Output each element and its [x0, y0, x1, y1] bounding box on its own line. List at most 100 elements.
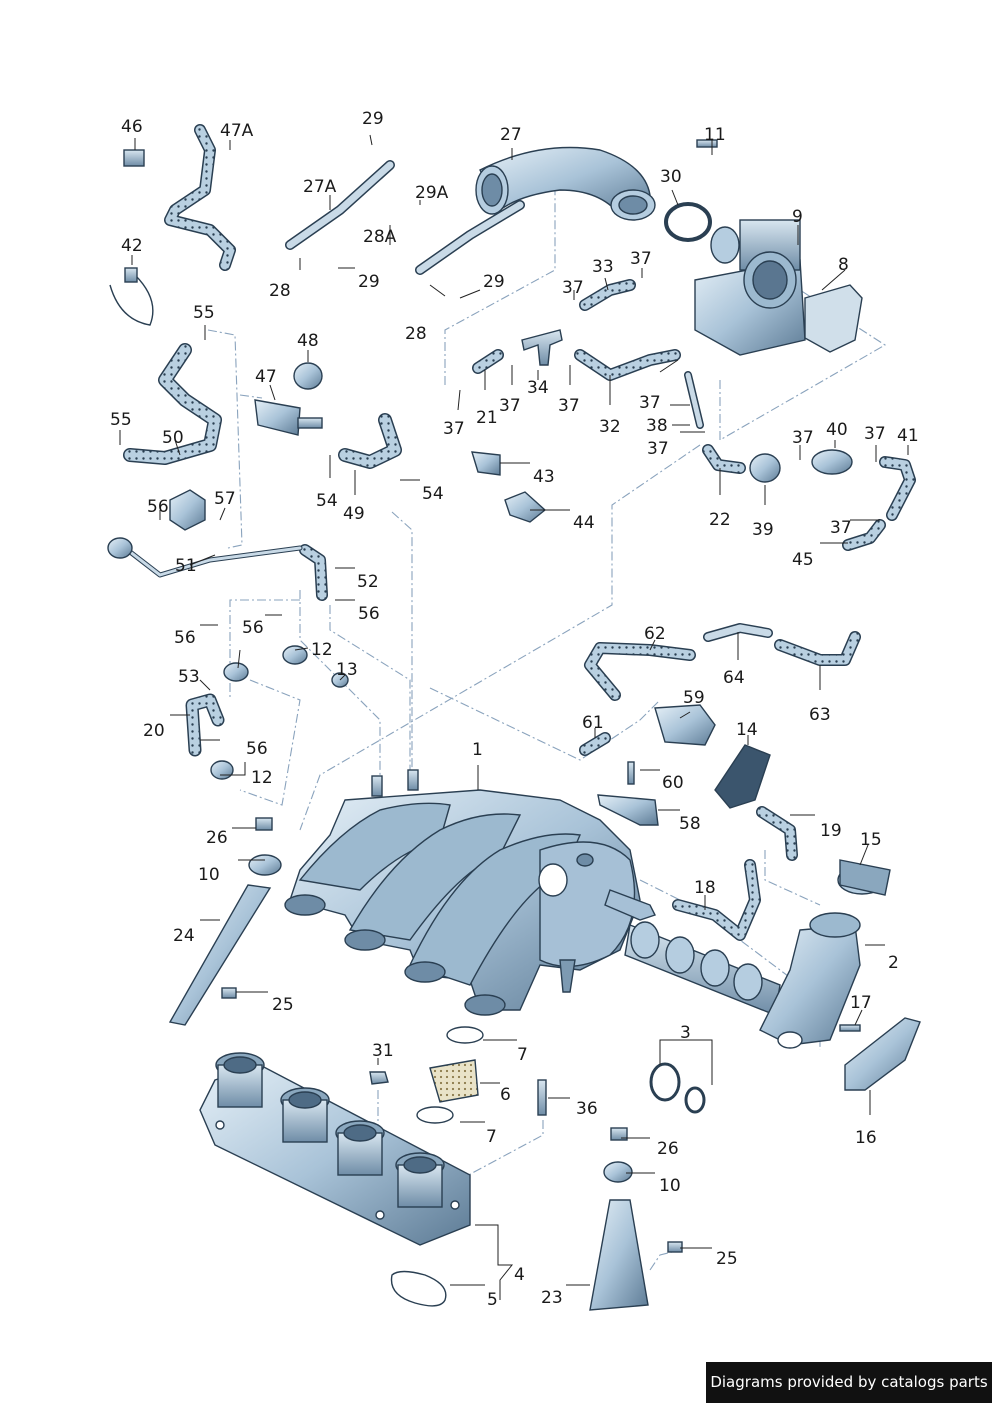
- callout-27: 27: [500, 125, 522, 145]
- hose-clamp: [664, 202, 712, 242]
- callout-57: 57: [214, 489, 236, 509]
- callout-29a: 29: [362, 109, 384, 129]
- callout-40: 40: [826, 420, 848, 440]
- callout-30: 30: [660, 167, 682, 187]
- callout-23: 23: [541, 1288, 563, 1308]
- callout-2: 2: [888, 953, 899, 973]
- callout-59: 59: [683, 688, 705, 708]
- callout-13: 13: [336, 660, 358, 680]
- callout-37c: 37: [558, 396, 580, 416]
- callout-25b: 25: [716, 1249, 738, 1269]
- callout-56a: 56: [147, 497, 169, 517]
- callout-7b: 7: [486, 1127, 497, 1147]
- callout-37b: 37: [499, 396, 521, 416]
- callout-1: 1: [472, 740, 483, 760]
- gasket: [390, 1270, 447, 1307]
- callout-56b: 56: [174, 628, 196, 648]
- callout-37j: 37: [830, 518, 852, 538]
- callout-3: 3: [680, 1023, 691, 1043]
- callout-58: 58: [679, 814, 701, 834]
- callout-54b: 54: [422, 484, 444, 504]
- callout-29c: 29: [483, 272, 505, 292]
- callout-24: 24: [173, 926, 195, 946]
- callout-15: 15: [860, 830, 882, 850]
- callout-45: 45: [792, 550, 814, 570]
- callout-20: 20: [143, 721, 165, 741]
- callout-53: 53: [178, 667, 200, 687]
- callout-51: 51: [175, 556, 197, 576]
- callout-12a: 12: [311, 640, 333, 660]
- fuel-rail: [624, 912, 861, 1049]
- callout-50: 50: [162, 428, 184, 448]
- callout-34: 34: [527, 378, 549, 398]
- cap: [837, 859, 891, 896]
- callout-37f: 37: [639, 393, 661, 413]
- callout-11: 11: [704, 125, 726, 145]
- hoses: [122, 124, 916, 941]
- callout-46: 46: [121, 117, 143, 137]
- callout-37i: 37: [864, 424, 886, 444]
- callout-56e: 56: [246, 739, 268, 759]
- callout-4: 4: [514, 1265, 525, 1285]
- callout-17: 17: [850, 993, 872, 1013]
- callout-47A: 47A: [220, 121, 254, 141]
- callout-61: 61: [582, 713, 604, 733]
- callout-18: 18: [694, 878, 716, 898]
- o-ring: [649, 1062, 681, 1102]
- callout-38: 38: [646, 416, 668, 436]
- callout-44: 44: [573, 513, 595, 533]
- callout-62: 62: [644, 624, 666, 644]
- air-pipe: [475, 146, 656, 221]
- callout-26a: 26: [206, 828, 228, 848]
- callout-28a: 28: [269, 281, 291, 301]
- callout-27A: 27A: [303, 177, 337, 197]
- callout-7a: 7: [517, 1045, 528, 1065]
- callout-37d: 37: [562, 278, 584, 298]
- callout-37g: 37: [647, 439, 669, 459]
- callout-32: 32: [599, 417, 621, 437]
- callout-37a: 37: [443, 419, 465, 439]
- throttle-gasket: [804, 284, 863, 353]
- callout-55b: 55: [110, 410, 132, 430]
- callout-10a: 10: [198, 865, 220, 885]
- callout-52: 52: [357, 572, 379, 592]
- callout-8: 8: [838, 255, 849, 275]
- callout-56d: 56: [358, 604, 380, 624]
- callout-49: 49: [343, 504, 365, 524]
- callout-42: 42: [121, 236, 143, 256]
- callout-56c: 56: [242, 618, 264, 638]
- callout-47: 47: [255, 367, 277, 387]
- callout-33: 33: [592, 257, 614, 277]
- callout-22: 22: [709, 510, 731, 530]
- callout-12b: 12: [251, 768, 273, 788]
- callout-39: 39: [752, 520, 774, 540]
- callout-54a: 54: [316, 491, 338, 511]
- callout-29b: 29: [358, 272, 380, 292]
- callout-29A: 29A: [415, 183, 449, 203]
- callout-5: 5: [487, 1290, 498, 1310]
- callout-64: 64: [723, 668, 745, 688]
- callout-25a: 25: [272, 995, 294, 1015]
- callout-10b: 10: [659, 1176, 681, 1196]
- callout-43: 43: [533, 467, 555, 487]
- cover: [844, 1017, 921, 1091]
- callout-14: 14: [736, 720, 758, 740]
- callout-48: 48: [297, 331, 319, 351]
- callout-19: 19: [820, 821, 842, 841]
- callout-41: 41: [897, 426, 919, 446]
- lower-flange: [199, 1052, 471, 1246]
- throttle-body: [694, 219, 806, 356]
- callout-26b: 26: [657, 1139, 679, 1159]
- callout-28A: 28A: [363, 227, 397, 247]
- o-ring: [684, 1086, 706, 1114]
- callout-63: 63: [809, 705, 831, 725]
- callout-6: 6: [500, 1085, 511, 1105]
- callout-21: 21: [476, 408, 498, 428]
- callout-55a: 55: [193, 303, 215, 323]
- callout-28b: 28: [405, 324, 427, 344]
- callout-60: 60: [662, 773, 684, 793]
- leader-lines: [119, 134, 909, 1300]
- callout-16: 16: [855, 1128, 877, 1148]
- small-parts: [107, 139, 861, 1311]
